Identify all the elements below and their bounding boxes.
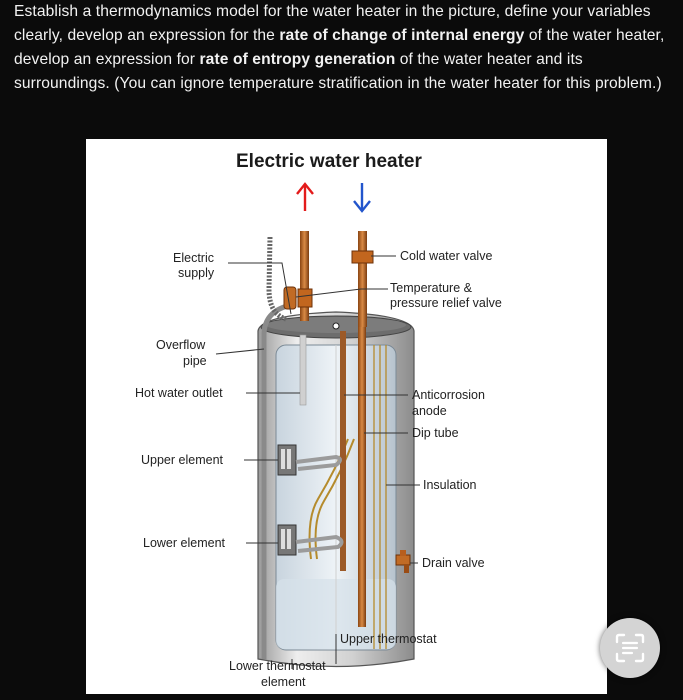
cold-water-valve: [351, 250, 374, 264]
question-text: Establish a thermodynamics model for the…: [14, 0, 674, 96]
label-cold-water-valve: Cold water valve: [400, 249, 492, 263]
label-electric-supply: Electric: [173, 251, 214, 265]
upper-thermostat-box: [277, 444, 297, 476]
drain-valve-icon: [395, 550, 411, 573]
label-lower-element: Lower element: [143, 536, 226, 550]
question-part: Establish a thermodynamics model for the…: [14, 3, 651, 44]
lower-heating-element: [295, 534, 344, 553]
water-heater-diagram: Electric water heater: [135, 151, 502, 689]
hot-water-out-arrow-icon: [296, 182, 314, 211]
lower-thermostat-box: [277, 524, 297, 556]
label-upper-thermostat: Upper thermostat: [340, 632, 437, 646]
label-anode-2: anode: [412, 404, 447, 418]
label-overflow-pipe-2: pipe: [183, 354, 207, 368]
electric-cable: [266, 236, 287, 322]
hot-water-pipe: [300, 231, 309, 321]
dip-tube: [358, 327, 366, 627]
label-hot-water-outlet: Hot water outlet: [135, 386, 223, 400]
heater-body: [257, 311, 415, 668]
label-overflow-pipe: Overflow: [156, 338, 206, 352]
text-scan-button[interactable]: [600, 618, 660, 678]
label-anode: Anticorrosion: [412, 388, 485, 402]
anode-rod: [340, 331, 346, 571]
label-lower-thermostat: Lower thermostat: [229, 659, 326, 673]
question-part: of the water heater and its surroundings…: [14, 51, 662, 92]
label-insulation: Insulation: [423, 478, 477, 492]
label-lower-thermostat-2: element: [261, 675, 306, 689]
question-emphasis-internal-energy: rate of change of internal energy: [279, 27, 525, 44]
question-part: of the water heater, develop an expressi…: [14, 27, 665, 68]
label-drain-valve: Drain valve: [422, 556, 485, 570]
label-electric-supply-2: supply: [178, 266, 215, 280]
diagram-title: Electric water heater: [236, 151, 422, 172]
label-upper-element: Upper element: [141, 453, 224, 467]
label-relief-valve: Temperature &: [390, 281, 473, 295]
cold-water-pipe: [358, 231, 367, 327]
cold-water-in-arrow-icon: [353, 183, 371, 213]
upper-heating-element: [295, 454, 342, 471]
label-relief-valve-2: pressure relief valve: [390, 296, 502, 310]
text-scan-icon: [615, 633, 645, 663]
label-dip-tube: Dip tube: [412, 426, 459, 440]
water-heater-figure: Electric water heater: [86, 139, 607, 694]
question-emphasis-entropy: rate of entropy generation: [199, 51, 396, 68]
